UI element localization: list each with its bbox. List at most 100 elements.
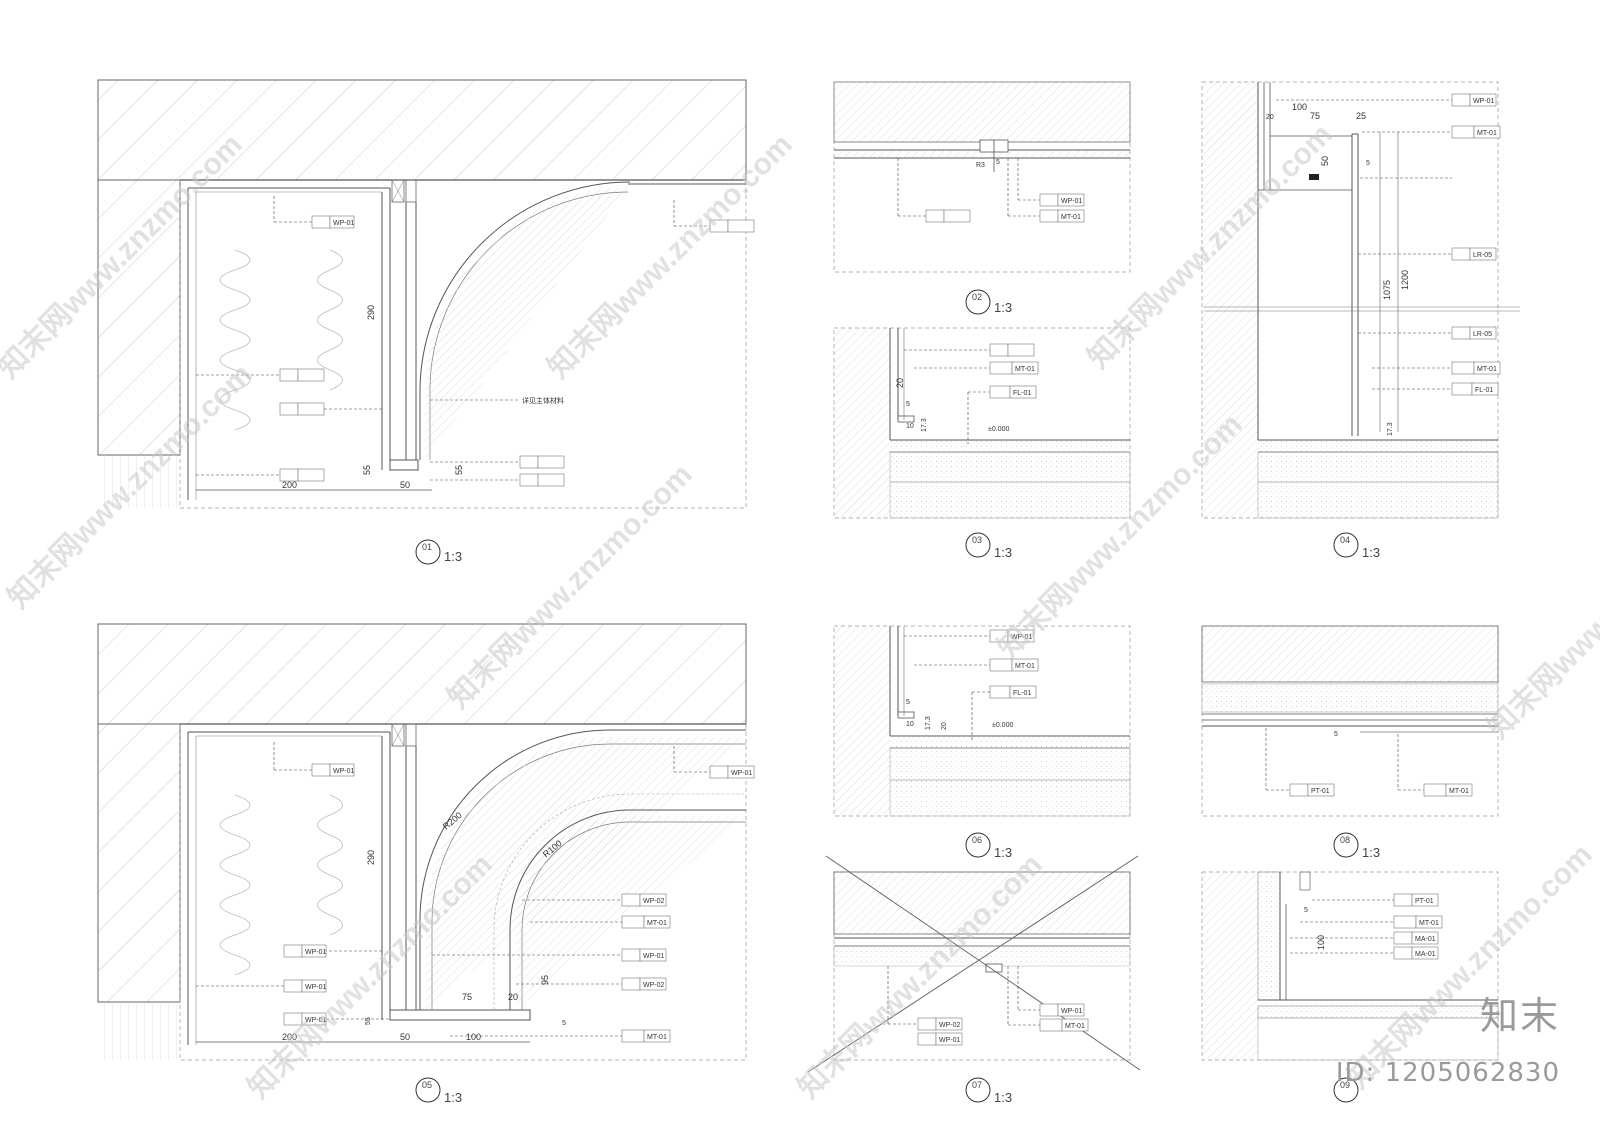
dim-5: 5 — [1366, 160, 1370, 167]
tag-mt01: MT-01 — [1015, 366, 1035, 373]
tag-fl01: FL-01 — [1013, 690, 1031, 697]
brand-logo-text: 知末 — [1479, 994, 1560, 1038]
detail-08-number: 08 — [1340, 835, 1350, 845]
tag-ma01-a: MA-01 — [1415, 936, 1436, 943]
dim-95: 95 — [540, 975, 550, 985]
dim-100: 100 — [466, 1032, 481, 1042]
tag-mt01-bottom: MT-01 — [1477, 366, 1497, 373]
tag-mt01: MT-01 — [1065, 1023, 1085, 1030]
tag-lr05-b: LR-05 — [1473, 331, 1492, 338]
dim-10: 10 — [906, 721, 914, 728]
detail-01-scale: 1:3 — [444, 549, 462, 564]
tag-lr05-a: LR-05 — [1473, 252, 1492, 259]
tag-wp02: WP-02 — [939, 1022, 961, 1029]
tag-ma01-b: MA-01 — [1415, 951, 1436, 958]
dim-100: 100 — [1292, 102, 1307, 112]
tag-wp02-b: WP-02 — [643, 982, 665, 989]
tag-wp01-d: WP-01 — [305, 949, 327, 956]
dim-50: 50 — [400, 480, 410, 490]
image-id-text: ID: 1205062830 — [1335, 1058, 1560, 1088]
level-mark: ±0.000 — [988, 426, 1009, 433]
dim-200: 200 — [282, 480, 297, 490]
dim-55: 55 — [362, 465, 372, 475]
tag-wp01: WP-01 — [1061, 198, 1083, 205]
dim-20: 20 — [895, 378, 905, 388]
dim-200: 200 — [282, 1032, 297, 1042]
dim-290: 290 — [366, 850, 376, 865]
tag-wp01: WP-01 — [1061, 1008, 1083, 1015]
detail-07-number: 07 — [972, 1080, 982, 1090]
tag-wp01-b: WP-01 — [731, 770, 753, 777]
detail-09: 100 5 PT-01 MT-01 MA-01 MA-01 09 — [1201, 871, 1499, 1103]
detail-08-scale: 1:3 — [1362, 845, 1380, 860]
detail-04: 100 75 25 20 50 5 1075 1200 17.3 WP-01 M… — [1201, 81, 1520, 560]
tag-wp02-a: WP-02 — [643, 898, 665, 905]
detail-01-number: 01 — [422, 542, 432, 552]
detail-04-scale: 1:3 — [1362, 545, 1380, 560]
dim-1075: 1075 — [1382, 280, 1392, 300]
level-mark: ±0.000 — [992, 722, 1013, 729]
dim-10: 10 — [906, 423, 914, 430]
tag-wp01-c: WP-01 — [643, 953, 665, 960]
tag-mt01: MT-01 — [1449, 788, 1469, 795]
tag-mt01-b: MT-01 — [647, 1034, 667, 1041]
tag-mt01-top: MT-01 — [1477, 130, 1497, 137]
detail-01: 200 50 290 55 55 WP-01 详见主体材料 01 1:3 — [97, 79, 755, 565]
tag-fl01: FL-01 — [1475, 387, 1493, 394]
tag-pt01: PT-01 — [1415, 898, 1434, 905]
detail-05: 200 50 100 75 20 290 95 5 55 R200 R100 W… — [97, 623, 755, 1105]
dim-100: 100 — [1316, 935, 1326, 950]
detail-06-number: 06 — [972, 835, 982, 845]
dim-50: 50 — [1320, 156, 1330, 166]
tag-wp01: WP-01 — [1473, 98, 1495, 105]
detail-06: 5 10 17.3 20 WP-01 MT-01 FL-01 ±0.000 06… — [833, 625, 1131, 860]
detail-02-scale: 1:3 — [994, 300, 1012, 315]
dim-5: 5 — [906, 401, 910, 408]
dim-17-3: 17.3 — [1387, 422, 1394, 436]
dim-17-3: 17.3 — [925, 716, 932, 730]
detail-04-number: 04 — [1340, 535, 1350, 545]
dim-5: 5 — [996, 159, 1000, 166]
watermark: 知末网www.znzmo.com — [1342, 838, 1599, 1095]
dim-290: 290 — [366, 305, 376, 320]
dim-20: 20 — [508, 992, 518, 1002]
tag-wp01-e: WP-01 — [305, 984, 327, 991]
dim-20: 20 — [1266, 114, 1274, 121]
detail-07: WP-02 WP-01 WP-01 MT-01 07 1:3 — [807, 855, 1141, 1105]
tag-mt01: MT-01 — [1419, 920, 1439, 927]
dim-20: 20 — [941, 722, 948, 730]
detail-08: 5 PT-01 MT-01 08 1:3 — [1201, 625, 1499, 860]
dim-5: 5 — [1304, 907, 1308, 914]
detail-02: R3 5 WP-01 MT-01 02 1:3 — [833, 81, 1131, 315]
dim-5: 5 — [1334, 731, 1338, 738]
tag-mt01: MT-01 — [1015, 663, 1035, 670]
watermark: 知末网www.znzmo.com — [1482, 488, 1600, 745]
tag-wp01: WP-01 — [1011, 634, 1033, 641]
detail-03-scale: 1:3 — [994, 545, 1012, 560]
tag-mt01-a: MT-01 — [647, 920, 667, 927]
dim-55-right: 55 — [454, 465, 464, 475]
detail-06-scale: 1:3 — [994, 845, 1012, 860]
detail-09-number: 09 — [1340, 1080, 1350, 1090]
dim-25: 25 — [1356, 111, 1366, 121]
dim-50: 50 — [400, 1032, 410, 1042]
tag-mt01: MT-01 — [1061, 214, 1081, 221]
dim-17-3: 17.3 — [921, 418, 928, 432]
detail-03: 20 5 10 17.3 MT-01 FL-01 ±0.000 03 1:3 — [833, 327, 1131, 560]
tag-wp01: WP-01 — [333, 220, 355, 227]
detail-02-number: 02 — [972, 292, 982, 302]
detail-05-number: 05 — [422, 1080, 432, 1090]
dim-5: 5 — [562, 1020, 566, 1027]
detail-03-number: 03 — [972, 535, 982, 545]
dim-1200: 1200 — [1400, 270, 1410, 290]
dim-5: 5 — [906, 699, 910, 706]
dim-55: 55 — [365, 1017, 372, 1025]
dim-75: 75 — [1310, 111, 1320, 121]
tag-wp01-f: WP-01 — [305, 1017, 327, 1024]
note-material: 详见主体材料 — [522, 396, 564, 405]
tag-wp01-a: WP-01 — [333, 768, 355, 775]
tag-fl01: FL-01 — [1013, 390, 1031, 397]
tag-wp01-b: WP-01 — [939, 1037, 961, 1044]
dim-r3: R3 — [976, 162, 985, 169]
